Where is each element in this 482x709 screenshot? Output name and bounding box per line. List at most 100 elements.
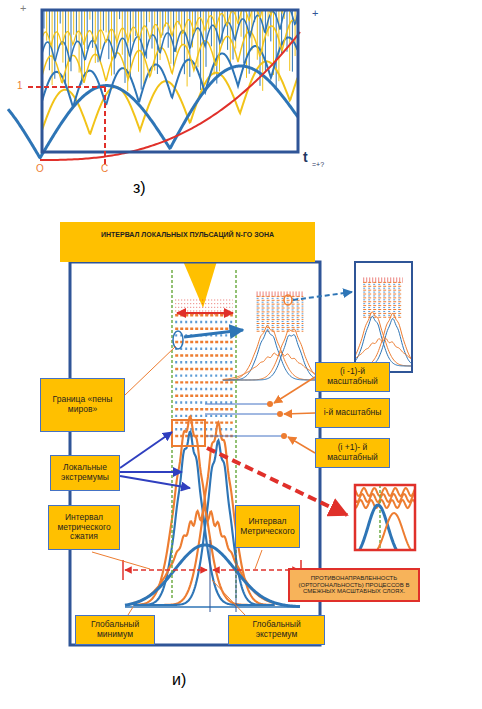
extremum-label: Глобальный минимум: [75, 615, 155, 645]
pulse-line: [103, 10, 104, 31]
interval-tick: [122, 560, 124, 580]
interval-arrow: [177, 312, 233, 314]
node-text: (i -1)-й масштабный: [319, 367, 386, 387]
envelope-curve: [40, 32, 300, 160]
pulse-row: [363, 282, 403, 283]
pulse-row: [363, 290, 403, 291]
dashed-guide: [104, 87, 106, 166]
scale-label: i-й масштабны: [315, 398, 390, 428]
pulse-row: [175, 361, 233, 363]
scale-label: (i -1)-й масштабный: [315, 362, 390, 392]
zoom-wave: [356, 500, 414, 508]
pulse-row: [257, 295, 304, 296]
pulse-line: [54, 10, 55, 79]
pulse-row: [175, 401, 233, 403]
node-text: i-й масштабны: [324, 408, 382, 418]
zoom-box: [172, 420, 205, 446]
pulse-row: [257, 292, 304, 293]
sign-mark: +: [20, 3, 26, 14]
title-banner: ИНТЕРВАЛ ЛОКАЛЬНЫХ ПУЛЬСАЦИЙ N-ГО ЗОНА: [60, 222, 315, 262]
axis-line: [236, 540, 237, 612]
node-text: Интервал Метрического: [239, 517, 296, 537]
pulse-row: [363, 313, 403, 314]
pulse-row: [257, 293, 304, 294]
pulse-row: [257, 302, 304, 303]
pulse-row: [257, 309, 304, 310]
interval-label: Интервал Метрического: [235, 505, 300, 548]
bell-curve: [356, 319, 411, 366]
level-dot: [267, 401, 273, 407]
pulse-line: [289, 10, 290, 71]
leader-line: [212, 580, 245, 615]
inset-frame: [355, 262, 412, 372]
plot-curves: [8, 0, 300, 160]
pulse-row: [175, 415, 233, 417]
pulse-row: [175, 374, 233, 376]
pulse-row: [175, 341, 233, 343]
pulse-line: [73, 10, 74, 35]
pulse-row: [363, 315, 403, 316]
pointer-arrow: [120, 476, 190, 488]
pulse-row: [175, 300, 233, 301]
level-line: [205, 404, 270, 405]
pulse-row: [257, 327, 304, 328]
bell-curve: [356, 505, 414, 549]
pulse-line: [173, 10, 174, 67]
pulse-row: [363, 279, 403, 280]
scallop-curve: [42, 10, 298, 46]
pulse-row: [363, 295, 403, 296]
pulse-line: [149, 10, 150, 22]
zoom-wave: [356, 494, 414, 502]
pulse-row: [175, 368, 233, 370]
pulse-row: [175, 303, 233, 304]
bell-curve: [356, 513, 414, 549]
pulse-row: [363, 278, 403, 279]
pulse-line: [122, 10, 123, 55]
pulse-row: [175, 388, 233, 390]
scallop-curve: [8, 66, 298, 158]
pulse-line: [106, 10, 107, 32]
extrema-label: Локальные экстремумы: [50, 455, 120, 491]
pulse-line: [57, 10, 58, 52]
pulse-line: [60, 10, 61, 24]
inset-group: [356, 278, 411, 366]
pulse-row: [175, 314, 233, 316]
pulse-row: [175, 327, 233, 329]
pulse-line: [62, 10, 63, 63]
leader-line: [284, 413, 315, 414]
pulse-row: [363, 284, 403, 285]
pulse-row: [175, 381, 233, 383]
tower-curves: [125, 278, 431, 607]
zoom-inset: [356, 486, 414, 549]
leader-line: [125, 346, 176, 395]
axis-line: [210, 540, 211, 612]
node-text: ИНТЕРВАЛ ЛОКАЛЬНЫХ ПУЛЬСАЦИЙ N-ГО ЗОНА: [101, 231, 274, 239]
pulse-row: [175, 310, 233, 311]
pulse-row: [363, 303, 403, 304]
pulse-row: [363, 305, 403, 306]
pulse-row: [257, 329, 304, 330]
pulse-line: [76, 10, 77, 42]
pulse-row: [363, 288, 403, 289]
bell-curve: [356, 313, 411, 366]
pointer-arrow: [120, 432, 172, 468]
pulse-row: [257, 304, 304, 305]
zoom-arrow: [293, 292, 352, 300]
pulse-line: [230, 10, 231, 62]
pulse-row: [175, 321, 233, 323]
pulse-row: [175, 314, 233, 315]
pulse-line: [87, 10, 88, 49]
pulse-row: [363, 280, 403, 281]
pulse-row: [257, 308, 304, 309]
pulse-line: [243, 10, 244, 63]
axis-value: 1: [17, 81, 23, 91]
pulse-line: [257, 10, 258, 60]
pulse-row: [257, 319, 304, 320]
node-text: Граница «пены миров»: [44, 395, 121, 415]
pulse-line: [92, 10, 93, 48]
pulse-line: [222, 10, 223, 44]
axis-point: C: [101, 164, 108, 174]
pulse-row: [363, 282, 403, 283]
pulse-line: [168, 10, 169, 48]
pulse-row: [257, 317, 304, 318]
